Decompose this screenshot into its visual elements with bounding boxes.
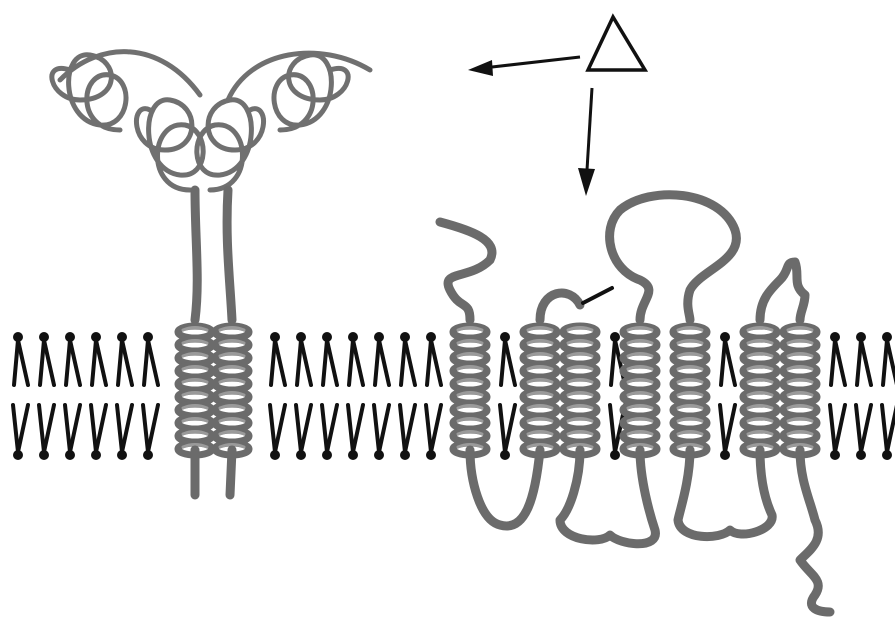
lipid-upper: [117, 332, 132, 385]
receptor-dimer-tm-helix-left: [178, 326, 212, 455]
gpcr-extracellular-loop-3: [760, 262, 805, 320]
lipid-upper: [65, 332, 80, 385]
gpcr-tm-helix-5: [673, 326, 707, 455]
lipid-lower: [882, 405, 895, 460]
lipid-upper: [322, 332, 337, 385]
gpcr-tm-helix-3: [563, 326, 597, 455]
tm-helix: [215, 326, 249, 455]
lipid-lower: [91, 405, 106, 460]
lipid-lower: [322, 405, 337, 460]
arrow-to-gpcr: [587, 88, 592, 170]
lipid-upper: [91, 332, 106, 385]
gpcr-intracellular-loop-2: [560, 450, 655, 544]
lipid-upper: [856, 332, 871, 385]
lipid-lower: [374, 405, 389, 460]
lipid-lower: [856, 405, 871, 460]
gpcr-intracellular-loop-3: [678, 450, 772, 537]
ligand: [588, 17, 645, 70]
lipid-lower: [270, 405, 285, 460]
seven-transmembrane-receptor: [440, 195, 830, 612]
lipid-upper: [270, 332, 285, 385]
gpcr-extracellular-loop-2: [610, 195, 737, 320]
gpcr-extracellular-loop-1: [540, 293, 580, 320]
gpcr-tm-helix-7: [783, 326, 817, 455]
receptor-dimer-tm-helix-right: [215, 326, 249, 455]
lipid-upper: [39, 332, 54, 385]
gpcr-tm-helix-4: [623, 326, 657, 455]
gpcr-tm-helix-1: [453, 326, 487, 455]
lipid-upper: [830, 332, 845, 385]
gpcr-n-terminus: [440, 222, 492, 320]
lipid-lower: [13, 405, 28, 460]
lipid-upper: [13, 332, 28, 385]
lipid-upper: [400, 332, 415, 385]
lipid-upper: [374, 332, 389, 385]
lipid-lower: [830, 405, 845, 460]
lipid-upper: [426, 332, 441, 385]
lipid-lower: [426, 405, 441, 460]
lipid-upper: [882, 332, 895, 385]
arrowhead-down: [578, 168, 595, 196]
lipid-upper: [143, 332, 158, 385]
lipid-upper: [348, 332, 363, 385]
lipid-lower: [143, 405, 158, 460]
lipid-upper: [720, 332, 735, 385]
lipid-lower: [500, 405, 515, 460]
receptor-dimer-ligand-domain-right: [197, 53, 370, 190]
triangle-icon: [588, 17, 645, 70]
lipid-lower: [720, 405, 735, 460]
lipid-lower: [39, 405, 54, 460]
tm-helix: [178, 326, 212, 455]
gpcr-tm-helix-2: [523, 326, 557, 455]
gpcr-intracellular-loop-1: [470, 450, 540, 526]
lipid-lower: [400, 405, 415, 460]
gpcr-c-terminus: [800, 450, 830, 612]
gpcr-tm-helix-6: [743, 326, 777, 455]
arrows: [468, 57, 595, 196]
lipid-lower: [296, 405, 311, 460]
gpcr-ligand-binding-bond: [583, 288, 612, 303]
receptor-dimer-stalk-left: [195, 190, 197, 320]
receptor-dimer-ligand-domain-left: [52, 52, 203, 190]
lipid-lower: [117, 405, 132, 460]
receptor-dimer-tail-right: [230, 450, 232, 495]
lipid-lower: [65, 405, 80, 460]
arrow-to-dimer: [492, 57, 580, 67]
lipid-upper: [296, 332, 311, 385]
arrowhead-left: [468, 60, 493, 76]
receptor-dimer-stalk-right: [227, 190, 232, 320]
lipid-upper: [500, 332, 515, 385]
lipid-lower: [348, 405, 363, 460]
